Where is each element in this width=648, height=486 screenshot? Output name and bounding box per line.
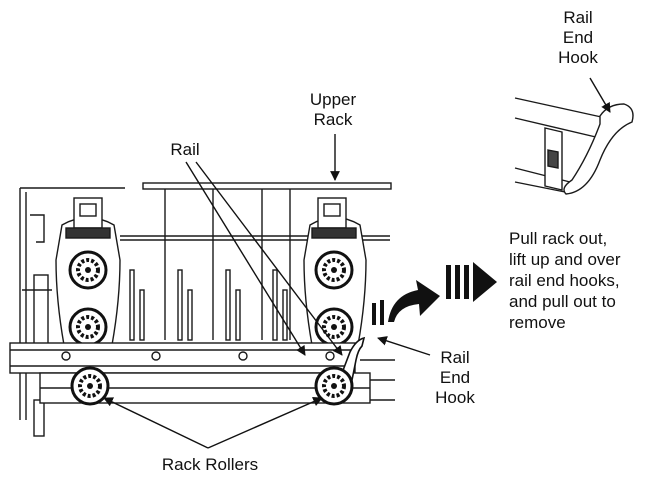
leader-lines [103,77,611,449]
pull-arrow-straight [446,262,497,302]
upper-rack-label: Upper Rack [309,90,357,129]
roller-upper-left [68,250,108,290]
rail-end-hook-label: Rail End Hook [435,348,475,407]
upper-rack [19,182,395,437]
rail [9,342,371,404]
roller-bottom-right [314,366,354,406]
roller-upper-right [314,250,354,290]
inset-hook-detail [514,97,634,195]
inset-rail-end-hook-label: Rail End Hook [558,8,598,67]
rack-rollers-label: Rack Rollers [161,455,259,474]
roller-bottom-left [70,366,110,406]
rail-label: Rail [170,140,200,159]
rail-end-hook [341,336,366,382]
removal-instructions: Pull rack out, lift up and over rail end… [509,229,621,332]
pull-arrow-curved [372,280,440,325]
roller-mid-left [68,307,108,347]
